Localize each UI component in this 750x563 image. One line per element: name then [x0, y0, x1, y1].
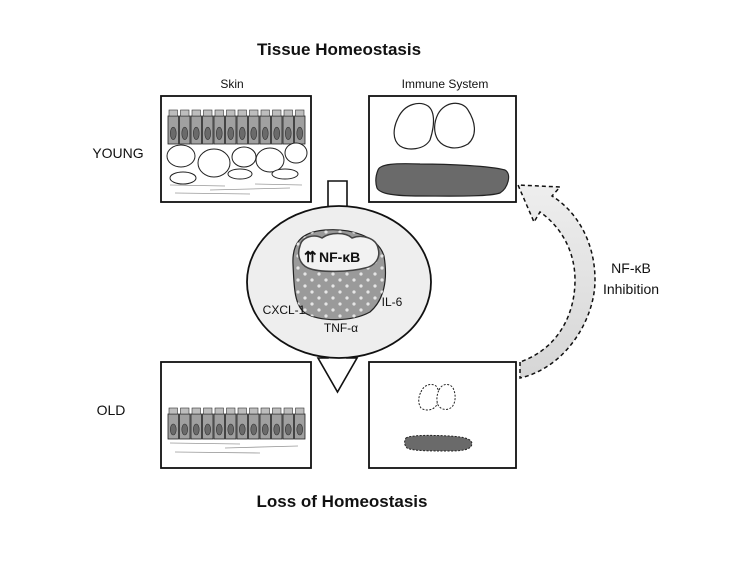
stratum-corneum-cell	[237, 407, 247, 415]
young-immune-panel	[368, 95, 517, 203]
stratum-corneum-cell	[191, 109, 201, 117]
cell-nucleus	[181, 126, 188, 140]
cell-nucleus	[216, 423, 223, 436]
title-loss-of-homeostasis: Loss of Homeostasis	[257, 492, 428, 511]
old-skin-panel	[160, 361, 312, 469]
nfkb-cell: ⇈ NF-κB CXCL-1 IL-6 TNF-α	[246, 205, 432, 359]
cell-nucleus	[170, 126, 177, 140]
inhibition-curved-arrow	[516, 184, 596, 379]
nfkb-nucleus-bubble	[297, 232, 380, 273]
stratum-corneum-cell	[226, 407, 236, 415]
stratum-corneum-cell	[272, 407, 282, 415]
inhibition-label-line2: Inhibition	[603, 281, 659, 297]
young-immune-cell-right	[434, 102, 475, 149]
stratum-corneum-cell	[214, 407, 224, 415]
cell-nucleus	[296, 126, 303, 140]
cell-nucleus	[285, 126, 292, 140]
stratum-corneum-cell	[260, 109, 270, 117]
old-skin-fibers	[169, 442, 299, 454]
old-immune-tissue	[404, 434, 473, 452]
cell-nucleus	[204, 126, 211, 140]
cell-nucleus	[250, 126, 257, 140]
cell-nucleus	[239, 126, 246, 140]
stratum-corneum-cell	[168, 109, 178, 117]
stratum-corneum-cell	[168, 407, 178, 415]
young-skin-fibers	[169, 183, 303, 195]
stratum-corneum-cell	[249, 407, 259, 415]
cell-nucleus	[181, 423, 188, 436]
factor-il6: IL-6	[382, 295, 403, 309]
cell-nucleus	[273, 126, 280, 140]
cell-nucleus	[193, 423, 200, 436]
factor-cxcl1: CXCL-1	[263, 303, 306, 317]
cell-nucleus	[285, 423, 292, 436]
young-skin-panel	[160, 95, 312, 203]
cell-nucleus	[227, 423, 234, 436]
old-skin-epidermis	[167, 407, 306, 440]
stratum-corneum-cell	[249, 109, 259, 117]
old-immune-cell-left	[418, 383, 440, 411]
old-immune-panel	[368, 361, 517, 469]
stratum-corneum-cell	[237, 109, 247, 117]
old-immune-cell-right	[436, 384, 456, 410]
cell-nucleus	[193, 126, 200, 140]
nfkb-label: NF-κB	[319, 249, 360, 265]
column-label-skin: Skin	[220, 77, 243, 91]
stratum-corneum-cell	[226, 109, 236, 117]
cell-nucleus	[250, 423, 257, 436]
stratum-corneum-cell	[180, 407, 190, 415]
stratum-corneum-cell	[260, 407, 270, 415]
column-label-immune-system: Immune System	[402, 77, 489, 91]
stratum-corneum-cell	[295, 407, 305, 415]
up-arrows-icon: ⇈	[304, 249, 317, 266]
young-skin-dermis	[166, 142, 308, 185]
stratum-corneum-cell	[203, 109, 213, 117]
stratum-corneum-cell	[214, 109, 224, 117]
stratum-corneum-cell	[191, 407, 201, 415]
title-tissue-homeostasis: Tissue Homeostasis	[257, 40, 421, 59]
stratum-corneum-cell	[203, 407, 213, 415]
stratum-corneum-cell	[180, 109, 190, 117]
young-immune-tissue	[375, 163, 510, 197]
cell-nucleus	[273, 423, 280, 436]
young-skin-epidermis	[167, 109, 306, 145]
cell-nucleus	[216, 126, 223, 140]
cell-nucleus	[170, 423, 177, 436]
cell-nucleus	[262, 126, 269, 140]
stratum-corneum-cell	[283, 407, 293, 415]
row-label-old: OLD	[97, 402, 126, 418]
cell-nucleus	[296, 423, 303, 436]
row-label-young: YOUNG	[92, 145, 143, 161]
stratum-corneum-cell	[283, 109, 293, 117]
stratum-corneum-cell	[272, 109, 282, 117]
cell-nucleus	[262, 423, 269, 436]
factor-tnf-alpha: TNF-α	[324, 321, 358, 335]
inhibition-label-line1: NF-κB	[611, 260, 651, 276]
stratum-corneum-cell	[295, 109, 305, 117]
young-immune-cell-left	[393, 103, 435, 150]
cell-nucleus	[227, 126, 234, 140]
cell-nucleus	[239, 423, 246, 436]
cell-nucleus	[204, 423, 211, 436]
